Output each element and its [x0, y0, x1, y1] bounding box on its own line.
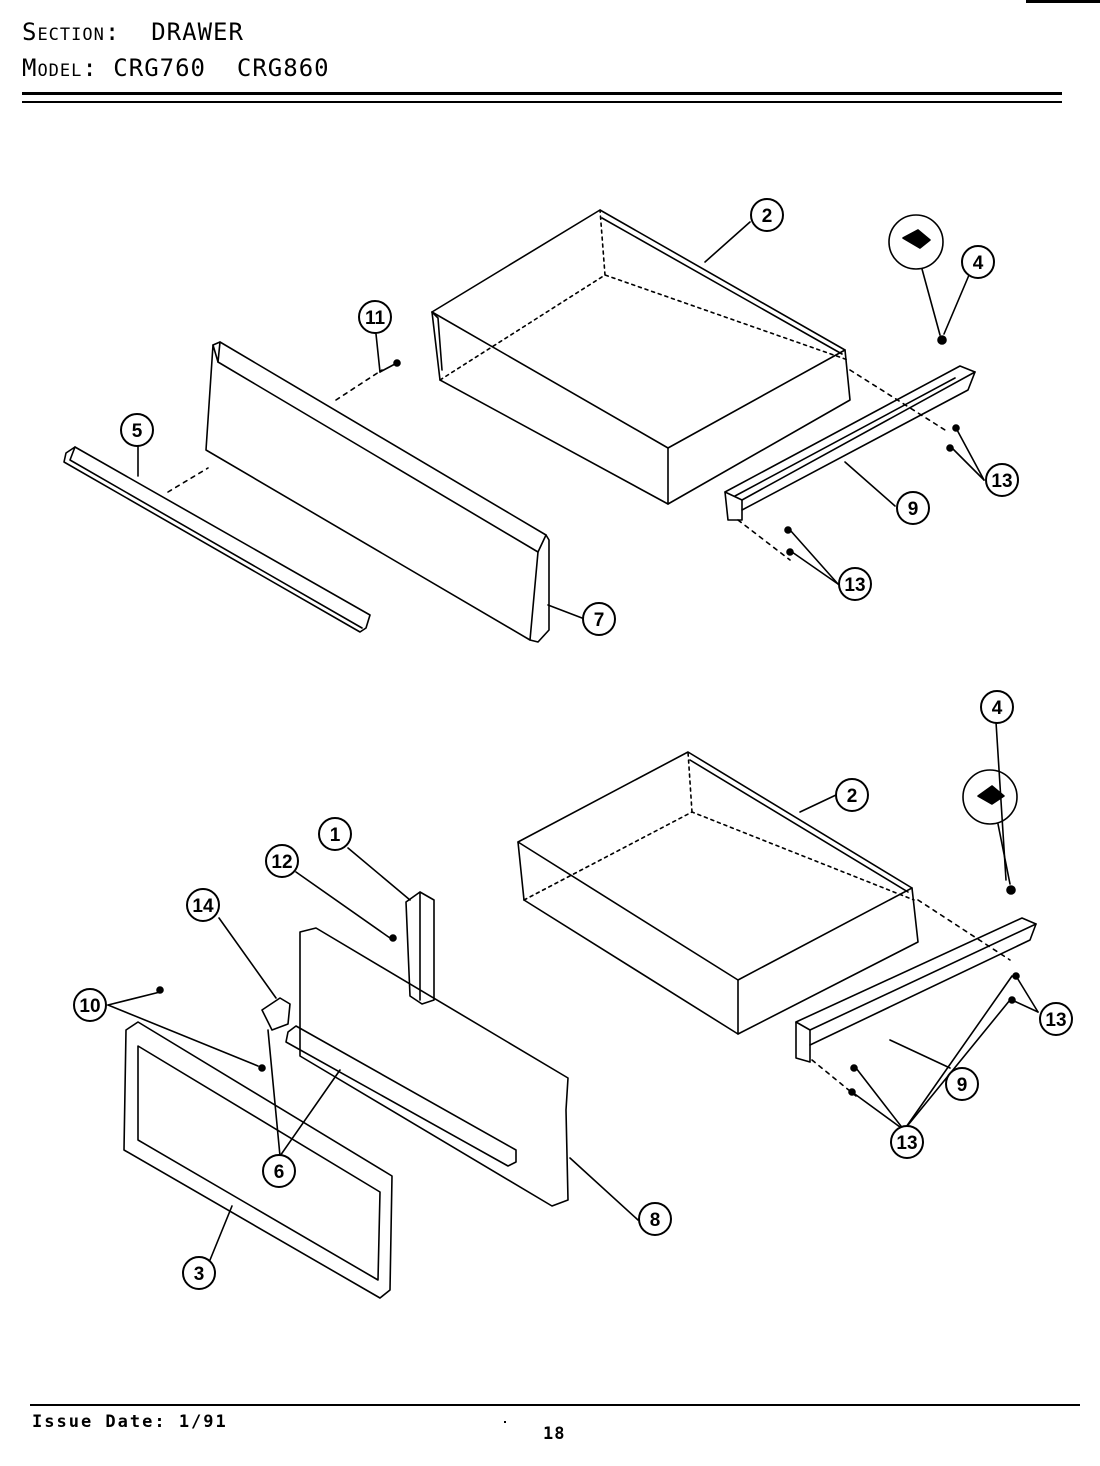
svg-text:1: 1 — [330, 825, 341, 846]
slide-rail-top — [724, 365, 976, 521]
issue-date: Issue Date: 1/91 — [32, 1412, 228, 1432]
drawer-inner-panel — [299, 927, 569, 1207]
drawer-front-frame — [123, 1021, 393, 1299]
callout-6: 6 — [262, 1154, 296, 1188]
svg-text:10: 10 — [79, 996, 100, 1017]
callout-4-top: 4 — [961, 245, 995, 279]
svg-text:5: 5 — [132, 421, 143, 442]
svg-text:4: 4 — [973, 253, 984, 274]
top-corner-rule — [1026, 0, 1100, 3]
callout-leaders — [107, 221, 1039, 1261]
svg-text:2: 2 — [847, 786, 858, 807]
callout-4-bottom: 4 — [980, 690, 1014, 724]
header-rule-thick — [22, 92, 1062, 95]
svg-text:12: 12 — [271, 852, 292, 873]
svg-text:9: 9 — [908, 499, 919, 520]
svg-text:13: 13 — [991, 471, 1012, 492]
page-number: 18 — [543, 1424, 566, 1444]
clip-4-top — [888, 214, 947, 345]
svg-text:4: 4 — [992, 698, 1003, 719]
callout-bubbles: 2 4 11 5 13 9 13 7 4 2 1 12 14 10 13 9 1… — [73, 198, 1073, 1290]
callout-9-top: 9 — [896, 491, 930, 525]
callout-13-top-a: 13 — [985, 463, 1019, 497]
svg-text:13: 13 — [1045, 1010, 1066, 1031]
screw-11 — [379, 359, 401, 373]
callout-11: 11 — [358, 300, 392, 334]
callout-10: 10 — [73, 988, 107, 1022]
bracket-1 — [405, 891, 435, 1005]
callout-12: 12 — [265, 844, 299, 878]
svg-text:11: 11 — [365, 308, 386, 329]
drawer-pan-top — [431, 209, 851, 505]
callout-14: 14 — [186, 888, 220, 922]
fasteners-13-top — [784, 424, 960, 556]
callout-13-bottom-a: 13 — [1039, 1002, 1073, 1036]
svg-text:13: 13 — [844, 575, 865, 596]
callout-3: 3 — [182, 1256, 216, 1290]
callout-8: 8 — [638, 1202, 672, 1236]
svg-text:3: 3 — [194, 1264, 205, 1285]
svg-text:13: 13 — [896, 1133, 917, 1154]
svg-text:14: 14 — [192, 896, 214, 917]
svg-text:6: 6 — [274, 1162, 285, 1183]
section-value: DRAWER — [151, 18, 244, 46]
svg-text:8: 8 — [650, 1210, 661, 1231]
callout-1: 1 — [318, 817, 352, 851]
clip-4-bottom — [962, 769, 1018, 895]
footer-rule — [30, 1404, 1080, 1406]
callout-13-top-b: 13 — [838, 567, 872, 601]
drawer-pan-bottom — [517, 751, 919, 1035]
callout-2-top: 2 — [750, 198, 784, 232]
handle-trim-top — [63, 446, 371, 633]
model-label: Model: — [22, 54, 98, 82]
callout-9-bottom: 9 — [945, 1067, 979, 1101]
header-rule-thin — [22, 101, 1062, 103]
drawer-front-panel-top — [205, 341, 550, 643]
model-heading: Model: CRG760 CRG860 — [22, 56, 330, 80]
screws-10-12 — [156, 934, 397, 1072]
alignment-lines-bottom — [811, 899, 1011, 1097]
svg-text:7: 7 — [594, 610, 605, 631]
callout-5: 5 — [120, 413, 154, 447]
fasteners-13-bottom — [848, 972, 1020, 1096]
footer-dot — [504, 1421, 506, 1423]
model-values: CRG760 CRG860 — [113, 54, 330, 82]
callout-2-bottom: 2 — [835, 778, 869, 812]
rod-6 — [285, 1025, 517, 1167]
slide-rail-bottom — [795, 917, 1037, 1063]
svg-text:9: 9 — [957, 1075, 968, 1096]
callout-7: 7 — [582, 602, 616, 636]
callout-13-bottom-b: 13 — [890, 1125, 924, 1159]
svg-text:2: 2 — [762, 206, 773, 227]
section-heading: Section: DRAWER — [22, 20, 244, 44]
clip-14 — [261, 997, 291, 1031]
section-label: Section: — [22, 18, 121, 46]
